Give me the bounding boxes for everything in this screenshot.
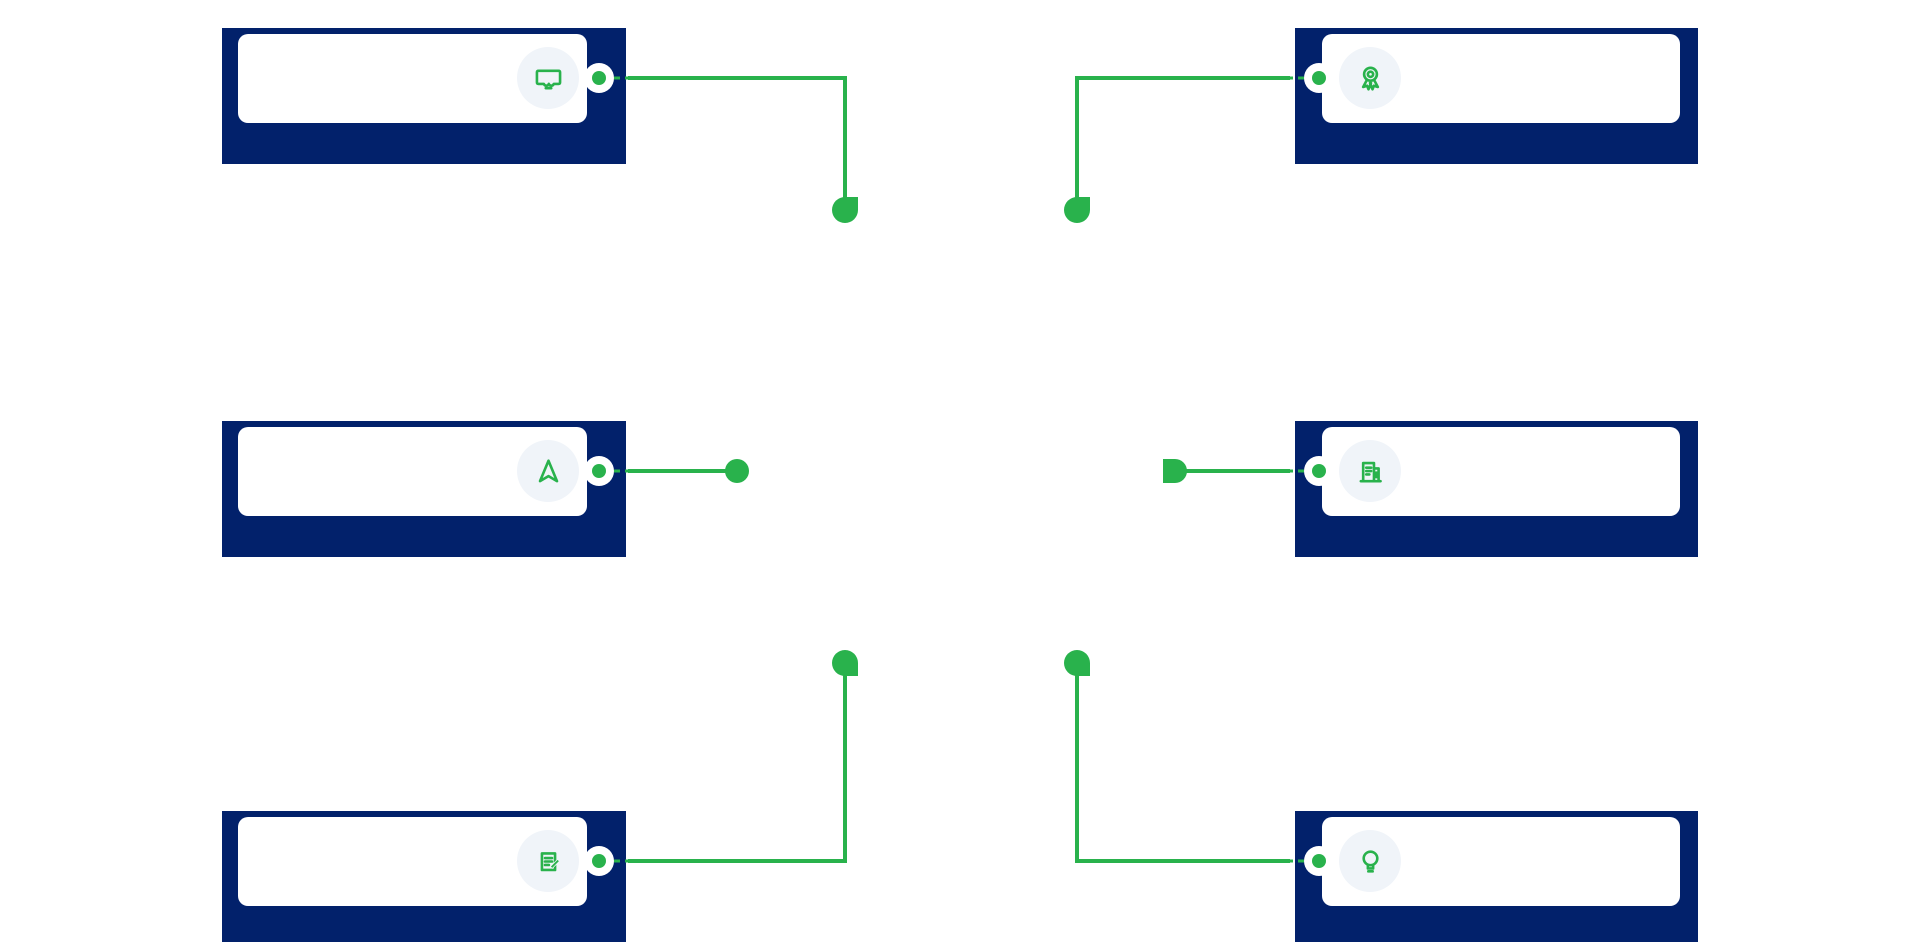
connector-top-left xyxy=(628,76,847,198)
document-edit-icon xyxy=(540,851,560,871)
connector-endpoint-middle-right xyxy=(1163,459,1187,483)
award-ribbon-icon xyxy=(1361,66,1379,91)
navigation-arrow-icon xyxy=(538,458,558,482)
connection-port[interactable] xyxy=(592,464,606,478)
office-building-icon xyxy=(1359,461,1382,482)
icon-circle xyxy=(1339,830,1401,892)
icon-circle xyxy=(517,440,579,502)
connection-port[interactable] xyxy=(1312,854,1326,868)
lightbulb-icon xyxy=(1361,849,1379,873)
connection-port[interactable] xyxy=(592,71,606,85)
connection-port[interactable] xyxy=(592,854,606,868)
connector-endpoint-bottom-left xyxy=(832,650,858,676)
connection-port[interactable] xyxy=(1312,71,1326,85)
connector-endpoint-top-left xyxy=(832,197,858,223)
connector-top-right xyxy=(1075,76,1290,198)
icon-circle xyxy=(517,830,579,892)
connector-endpoint-middle-left xyxy=(725,459,749,483)
connector-bottom-right xyxy=(1075,675,1290,863)
connector-endpoint-bottom-right xyxy=(1064,650,1090,676)
screen-cast-icon xyxy=(535,68,561,89)
connector-bottom-left xyxy=(628,675,847,863)
connector-endpoint-top-right xyxy=(1064,197,1090,223)
icon-circle xyxy=(1339,47,1401,109)
icon-circle xyxy=(517,47,579,109)
connection-port[interactable] xyxy=(1312,464,1326,478)
icon-circle xyxy=(1339,440,1401,502)
